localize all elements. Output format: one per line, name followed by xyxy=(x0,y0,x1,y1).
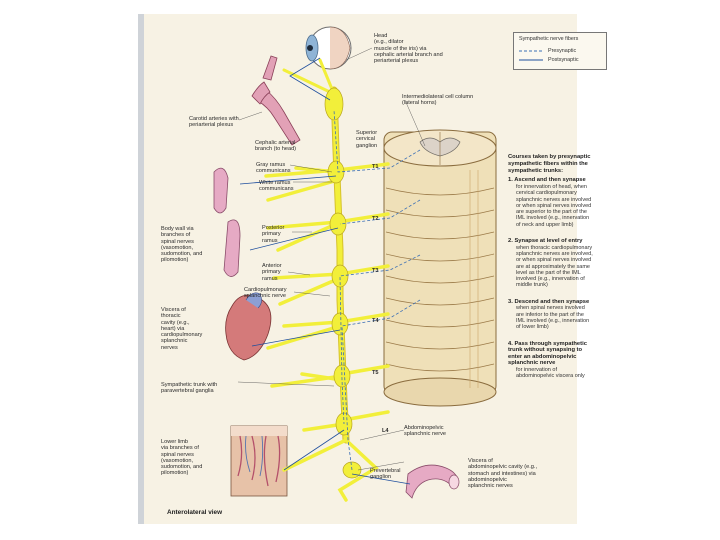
cord-segment-lines xyxy=(385,187,495,372)
segment-label: L4 xyxy=(382,428,389,434)
segment-label: T3 xyxy=(372,268,379,274)
course-detail: for innervation of abdominopelvic viscer… xyxy=(516,366,585,380)
presynaptic-fibers xyxy=(333,109,421,471)
carotid-artery xyxy=(251,55,301,146)
label-carotid: Carotid arteries with periarterial plexu… xyxy=(189,116,239,129)
course-detail: when thoracic cardiopulmonary splanchnic… xyxy=(516,244,593,289)
segment-label: T1 xyxy=(372,164,379,170)
legend-presynaptic: Presynaptic xyxy=(548,48,577,54)
postsynaptic-fibers xyxy=(239,57,411,485)
label-cardiopulmonary: Cardiopulmonary splanchnic nerve xyxy=(244,287,287,300)
segment-label: T5 xyxy=(372,370,379,376)
legend-postsynaptic: Postsynaptic xyxy=(548,57,579,63)
lower-limb-tissue-illustration xyxy=(230,425,288,497)
courses-title: Courses taken by presynaptic sympathetic… xyxy=(508,154,591,174)
segment-label: T4 xyxy=(372,318,379,324)
view-caption: Anterolateral view xyxy=(167,509,223,516)
course-heading: 4. Pass through sympathetic trunk withou… xyxy=(508,340,587,367)
label-white-ramus: White ramus communicans xyxy=(259,180,294,193)
course-detail: when spinal nerves involved are inferior… xyxy=(516,305,590,331)
label-superior-ganglion: Superior cervical ganglion xyxy=(356,130,378,149)
course-heading: 2. Synapse at level of entry xyxy=(508,238,583,245)
course-heading: 1. Ascend and then synapse xyxy=(508,177,586,184)
label-anterior-ramus: Anterior primary ramus xyxy=(262,263,282,282)
page-edge xyxy=(138,14,144,524)
label-cephalic: Cephalic arterial branch (to head) xyxy=(255,140,297,153)
label-head: Head (e.g., dilator muscle of the iris) … xyxy=(374,33,443,65)
label-prevertebral: Prevertebral ganglion xyxy=(370,468,401,481)
label-trunk: Sympathetic trunk with paravertebral gan… xyxy=(161,382,218,395)
label-gray-ramus: Gray ramus communicans xyxy=(256,162,291,175)
label-body-wall: Body wall via branches of spinal nerves … xyxy=(161,226,203,264)
segment-label: T2 xyxy=(372,216,379,222)
spinal-cord xyxy=(383,129,497,407)
leader-lines xyxy=(237,47,426,471)
courses-panel: Courses taken by presynaptic sympathetic… xyxy=(508,154,623,379)
legend-swatches xyxy=(519,50,543,61)
legend-title: Sympathetic nerve fibers xyxy=(519,36,579,42)
label-viscera-abdominopelvic: Viscera of abdominopelvic cavity (e.g., … xyxy=(468,458,538,490)
label-iml: Intermediolateral cell column (lateral h… xyxy=(402,94,474,107)
label-viscera-thoracic: Viscera of thoracic cavity (e.g., heart)… xyxy=(161,307,203,351)
label-abdominopelvic-nerve: Abdominopelvic splanchnic nerve xyxy=(404,425,446,438)
label-posterior-ramus: Posterior primary ramus xyxy=(262,225,285,244)
label-lower-limb: Lower limb via branches of spinal nerves… xyxy=(161,439,203,477)
legend: Sympathetic nerve fibers Presynaptic Pos… xyxy=(513,32,607,70)
body-wall-illustration xyxy=(213,167,241,277)
course-heading: 3. Descend and then synapse xyxy=(508,298,590,305)
heart-illustration xyxy=(225,292,272,361)
intestine-illustration xyxy=(405,464,460,499)
course-detail: for innervation of head, when cervical c… xyxy=(516,183,592,228)
